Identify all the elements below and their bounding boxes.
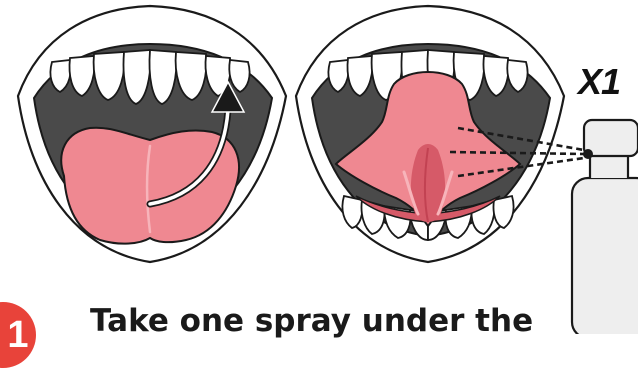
left-mouth [18, 6, 286, 262]
diagram-canvas [0, 0, 638, 334]
right-mouth [296, 6, 584, 262]
spray-bottle-icon [572, 120, 638, 334]
nozzle-icon [583, 149, 593, 159]
spray-count-label: X1 [578, 64, 620, 100]
instruction-text: Take one spray under the [90, 306, 533, 337]
